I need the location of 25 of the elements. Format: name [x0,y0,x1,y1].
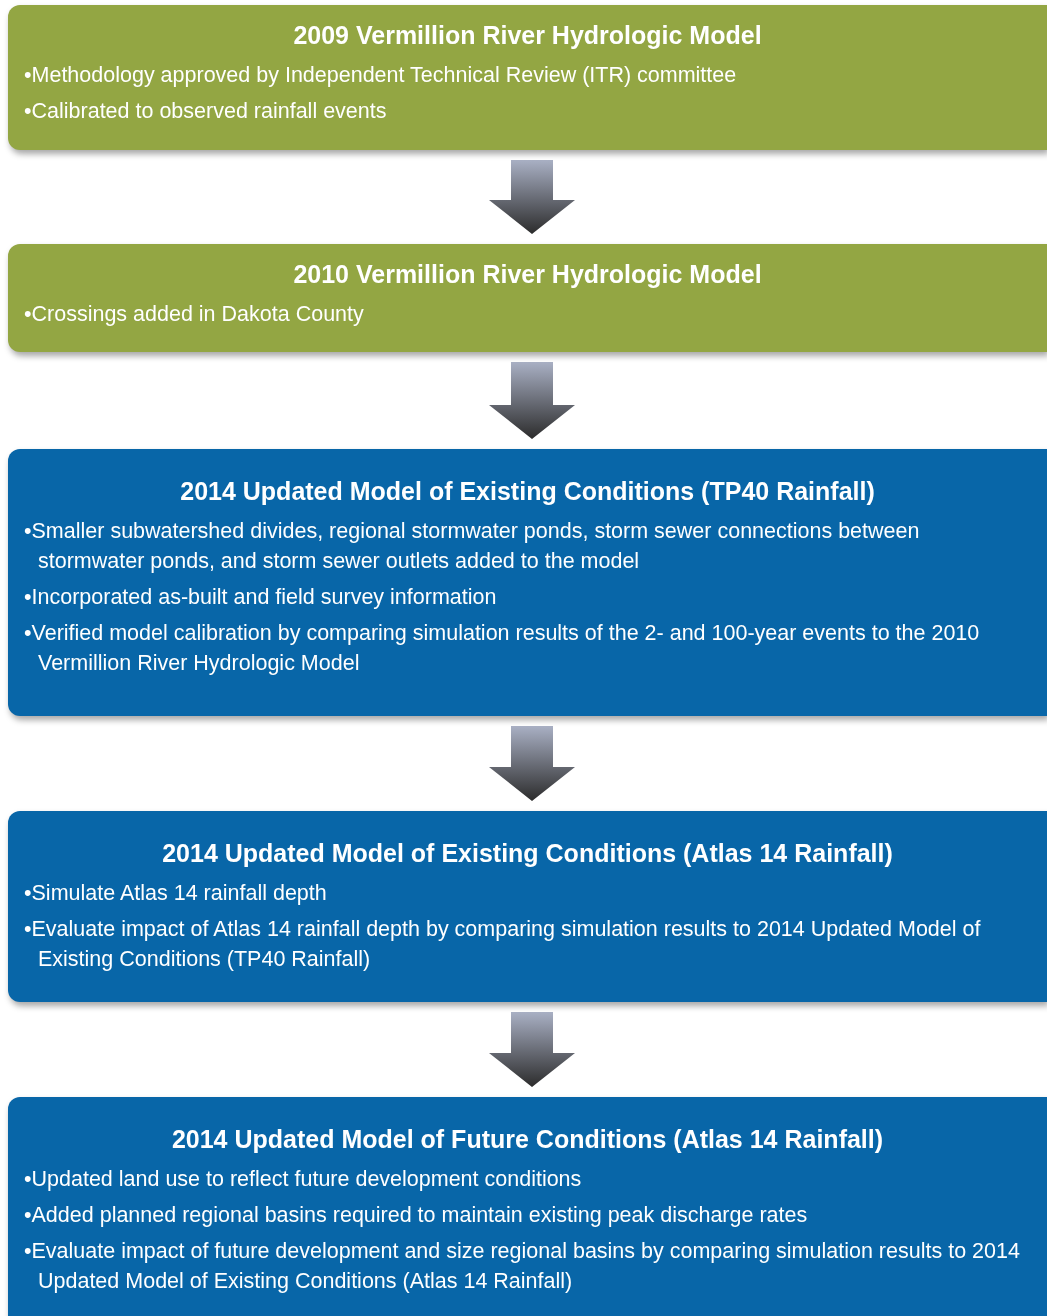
process-box [8,1097,1047,1316]
bullet-text: •Crossings added in Dakota County [24,300,365,328]
box-heading: 2009 Vermillion River Hydrologic Model [292,20,763,51]
bullet-text: •Updated land use to reflect future development conditions [24,1165,583,1193]
bullet-text: •Evaluate impact of Atlas 14 rainfall depth by comparing simulation results to 2014 Updated Model of Existing Conditions (TP40 Rainfall) [24,915,982,973]
bullet-text: •Evaluate impact of future development and size regional basins by comparing simulation results to 2014 Updated Model of Existing Conditions (Atlas 14 Rainfall) [24,1237,1021,1295]
bullet-text: •Verified model calibration by comparing simulation results of the 2- and 100-year events to the 2010 Vermillion River Hydrologic Model [24,619,981,677]
process-box [8,5,1047,150]
block-arrow [489,160,575,234]
block-arrow [489,1012,575,1087]
bullet-text: •Calibrated to observed rainfall events [24,97,388,125]
box-heading: 2014 Updated Model of Existing Conditions (TP40 Rainfall) [179,476,876,507]
block-arrow [489,726,575,801]
bullet-text: •Incorporated as-built and field survey information [24,583,498,611]
bullet-text: •Added planned regional basins required to maintain existing peak discharge rates [24,1201,809,1229]
process-box [8,449,1047,716]
box-heading: 2014 Updated Model of Future Conditions (Atlas 14 Rainfall) [170,1124,885,1155]
bullet-text: •Methodology approved by Independent Technical Review (ITR) committee [24,61,738,89]
process-box [8,811,1047,1002]
box-heading: 2010 Vermillion River Hydrologic Model [292,259,763,290]
box-heading: 2014 Updated Model of Existing Conditions (Atlas 14 Rainfall) [161,838,894,869]
block-arrow [489,362,575,439]
bullet-text: •Smaller subwatershed divides, regional stormwater ponds, storm sewer connections between stormwater ponds, and storm sewer outlets added to the model [24,517,921,575]
bullet-text: •Simulate Atlas 14 rainfall depth [24,879,328,907]
process-box [8,244,1047,352]
